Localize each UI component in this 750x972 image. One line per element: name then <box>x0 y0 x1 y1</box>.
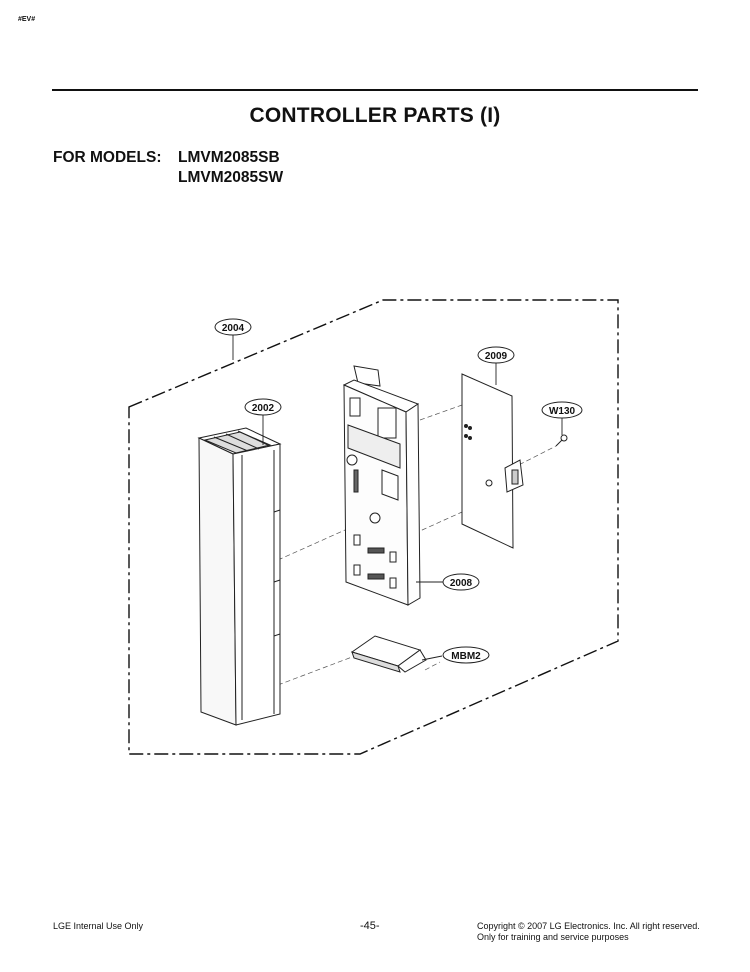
callout-2002: 2002 <box>244 398 282 416</box>
part-front-frame <box>197 427 282 726</box>
header-rule <box>52 89 698 91</box>
page-title: CONTROLLER PARTS (I) <box>249 104 501 127</box>
models-label: FOR MODELS: <box>53 149 162 166</box>
document-mark: #EV# <box>18 16 36 23</box>
callout-w130: W130 <box>541 401 583 419</box>
model-item: LMVM2085SW <box>178 169 284 186</box>
callout-label: 2009 <box>485 351 508 362</box>
part-clip <box>350 635 427 673</box>
page-number: -45- <box>360 920 380 932</box>
assembly-boundary <box>128 299 619 755</box>
footer-copyright: Copyright © 2007 LG Electronics. Inc. Al… <box>477 921 700 943</box>
callout-label: 2004 <box>222 323 245 334</box>
part-circuit-board <box>461 373 524 549</box>
callout-label: W130 <box>549 406 576 417</box>
callout-label: 2008 <box>450 578 473 589</box>
callout-2008: 2008 <box>442 573 480 591</box>
callout-mbm2: MBM2 <box>442 646 490 664</box>
model-item: LMVM2085SB <box>178 149 280 166</box>
part-bracket <box>342 365 421 606</box>
callout-label: MBM2 <box>451 651 481 662</box>
copyright-line: Copyright © 2007 LG Electronics. Inc. Al… <box>477 921 700 931</box>
callout-label: 2002 <box>252 403 275 414</box>
models-block: FOR MODELS: LMVM2085SB LMVM2085SW <box>53 148 283 188</box>
callout-2009: 2009 <box>477 346 515 364</box>
callout-2004: 2004 <box>214 318 252 336</box>
part-screw <box>555 434 568 447</box>
training-note: Only for training and service purposes <box>477 932 629 942</box>
leader-lines <box>232 335 563 661</box>
footer-internal-note: LGE Internal Use Only <box>53 921 144 931</box>
